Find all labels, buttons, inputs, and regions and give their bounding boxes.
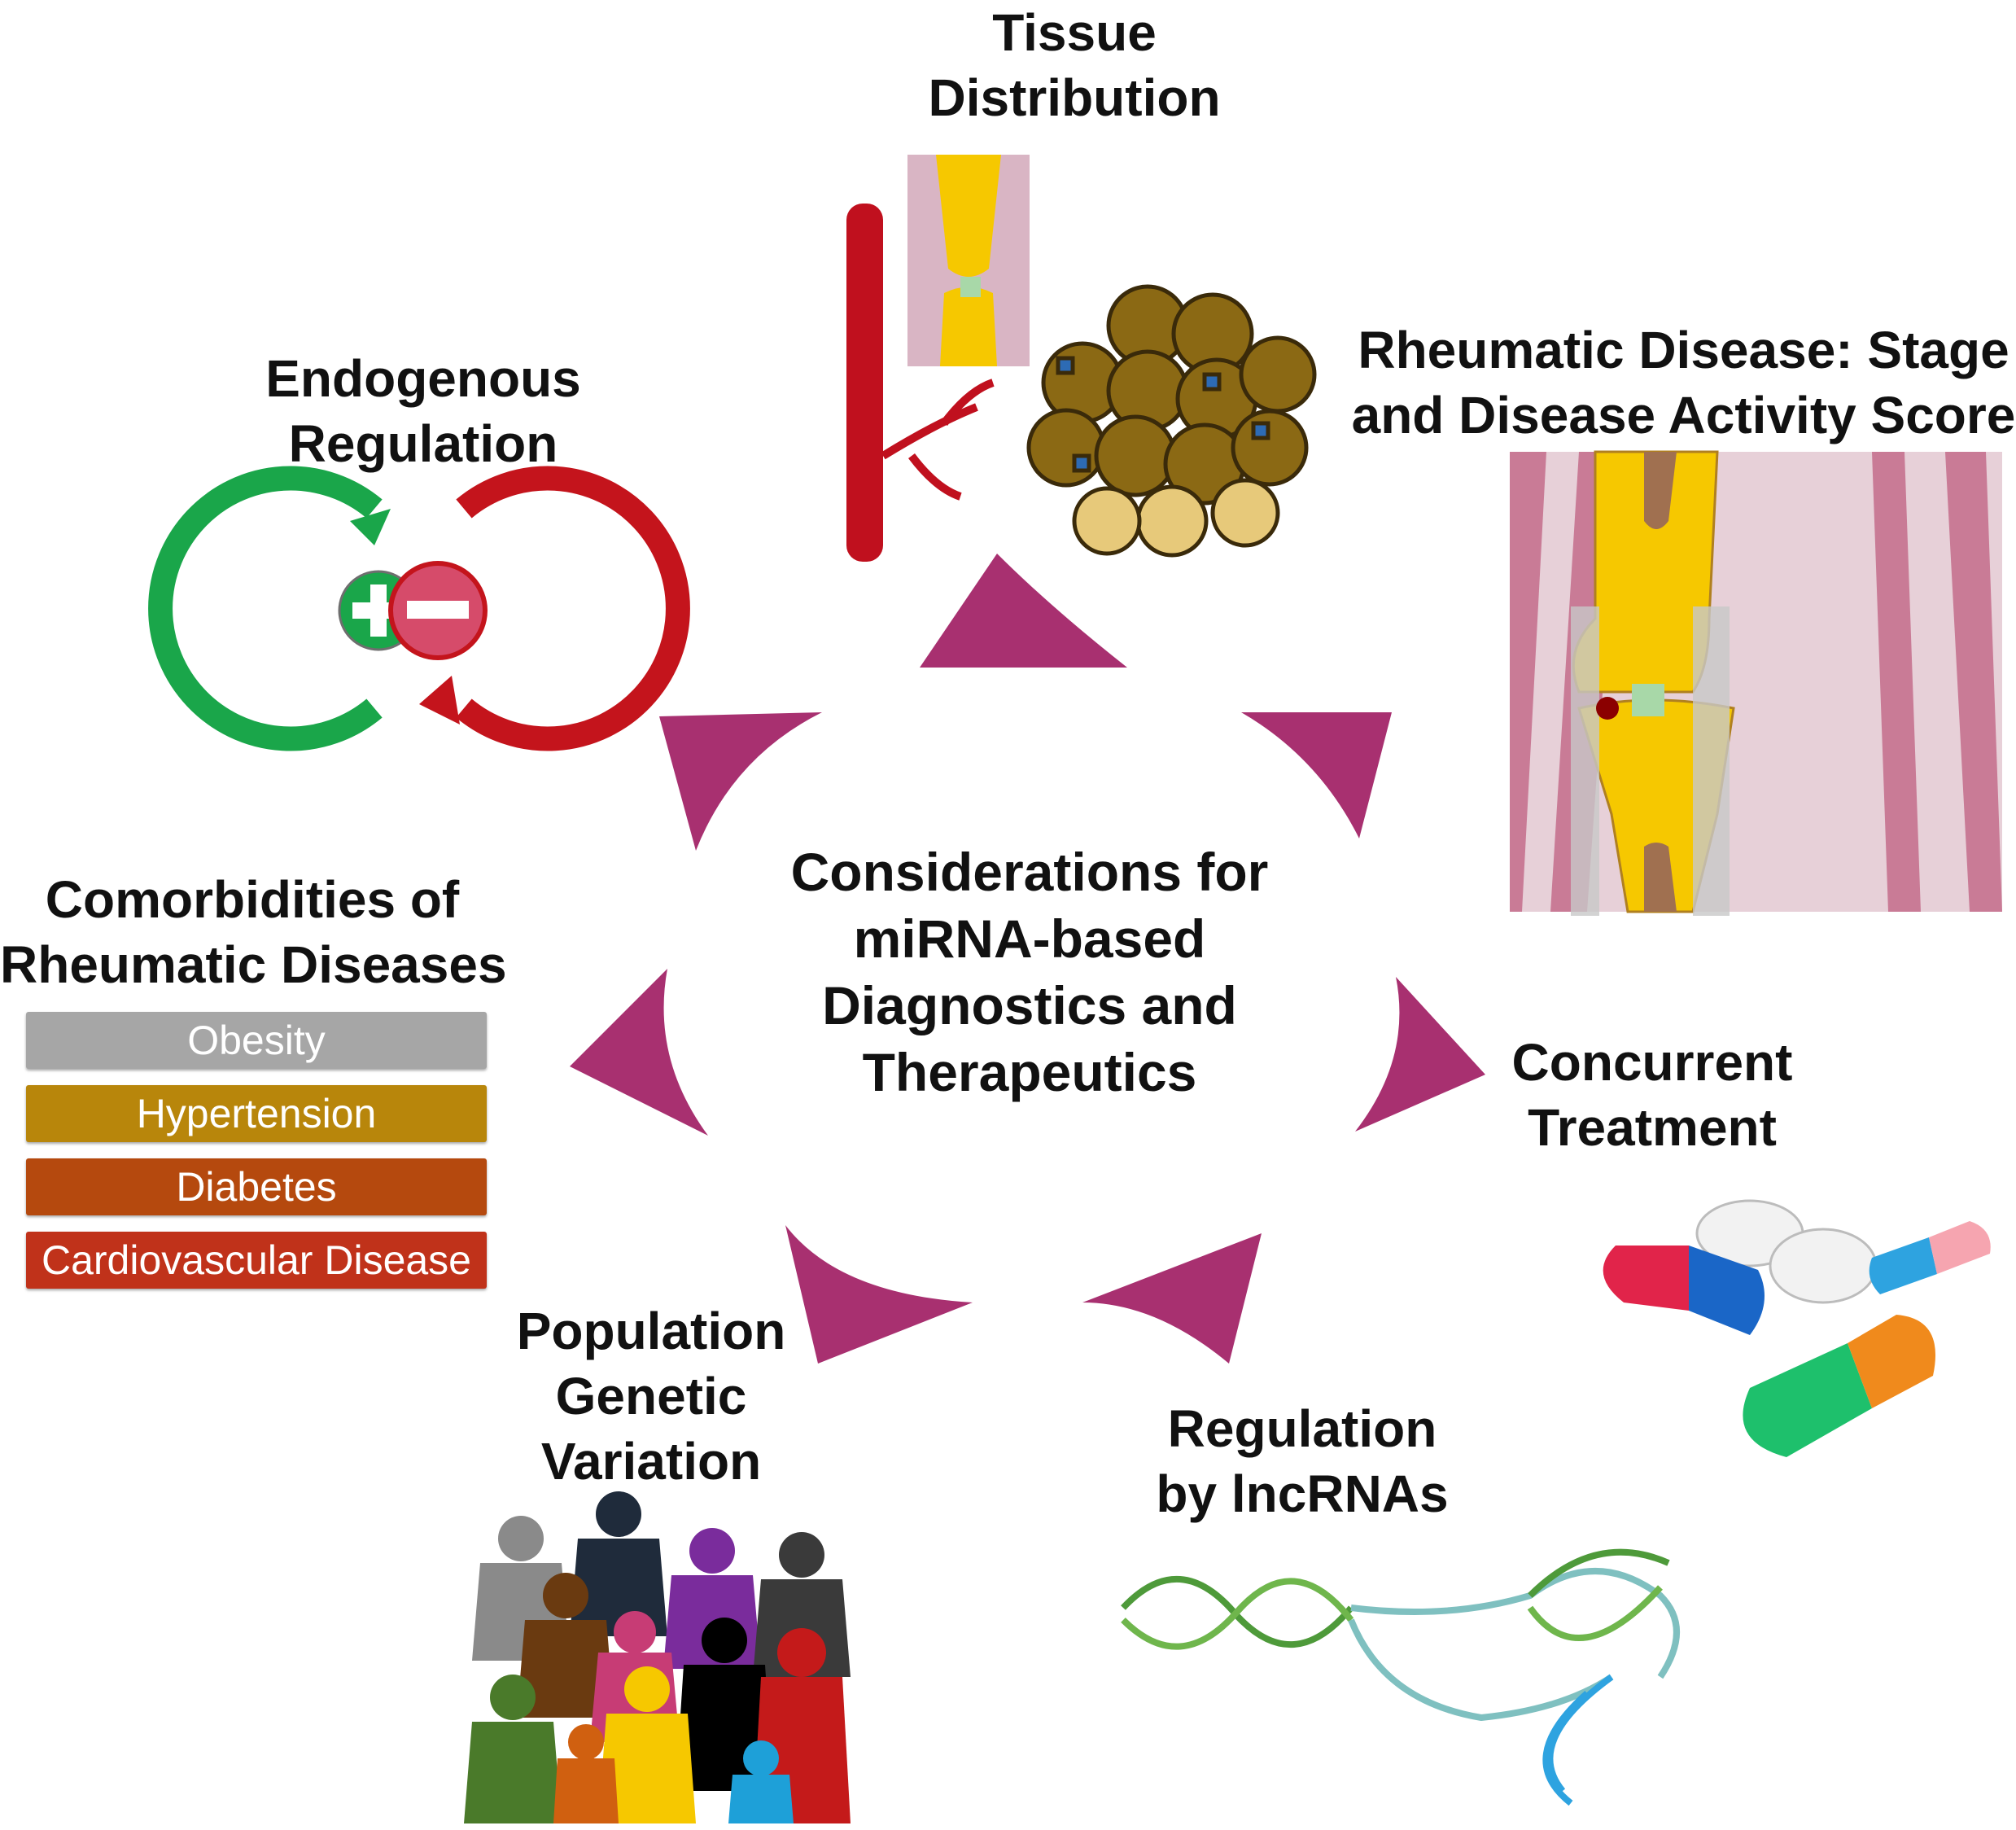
dna-helix-icon	[1121, 1548, 1680, 1806]
red-arrowhead-icon	[419, 676, 460, 725]
tissue-distribution-illustration	[846, 155, 1317, 562]
rheumatic-joint-illustration	[1510, 450, 2002, 916]
pills-icon	[1603, 1199, 1991, 1457]
arrow-right	[1355, 977, 1485, 1132]
family-silhouettes-icon	[464, 1491, 851, 1823]
green-arrowhead-icon	[350, 509, 391, 545]
comorbidity-obesity-bar: Obesity	[26, 1012, 487, 1069]
joint-diagram-icon	[907, 155, 1030, 366]
arrow-bottom-right	[1082, 1233, 1262, 1364]
cycle-arrows	[570, 554, 1485, 1364]
arrow-top-right	[1241, 712, 1392, 838]
arrow-top-left	[659, 712, 822, 851]
feedback-loop-icon	[148, 466, 690, 751]
blood-vessel-icon	[846, 204, 883, 562]
capillaries-icon	[881, 379, 995, 501]
arrow-top	[920, 554, 1127, 668]
adipose-tissue-icon	[1026, 284, 1317, 558]
comorbidity-diabetes-bar: Diabetes	[26, 1158, 487, 1215]
comorbidity-hypertension-bar: Hypertension	[26, 1085, 487, 1142]
arrow-left	[570, 969, 708, 1136]
comorbidity-cardiovascular-bar: Cardiovascular Disease	[26, 1232, 487, 1289]
center-title: Considerations for miRNA-based Diagnosti…	[790, 842, 1269, 1102]
arrow-bottom-left	[785, 1225, 973, 1364]
